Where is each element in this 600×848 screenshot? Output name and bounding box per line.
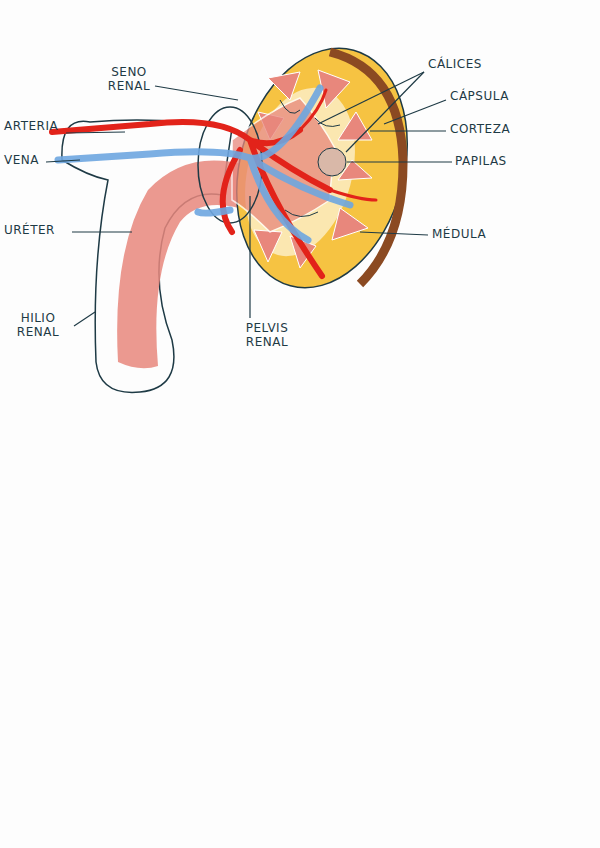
part-label: PELVIS RENAL (236, 322, 298, 350)
part-label: VENA (4, 154, 39, 168)
part-label: PAPILAS (455, 155, 507, 169)
renal-artery (52, 122, 330, 276)
part-label: CORTEZA (450, 123, 510, 137)
kidney-cortex (211, 29, 433, 307)
part-label: MÉDULA (432, 228, 486, 242)
part-label: CÁPSULA (450, 90, 509, 104)
part-label: SENO RENAL (100, 66, 158, 94)
part-label: HILIO RENAL (8, 312, 68, 340)
part-label: ARTERIA (4, 120, 58, 134)
leader-lines (46, 72, 452, 326)
renal-vein (58, 88, 350, 240)
part-label: URÉTER (4, 224, 55, 238)
part-label: CÁLICES (428, 58, 482, 72)
